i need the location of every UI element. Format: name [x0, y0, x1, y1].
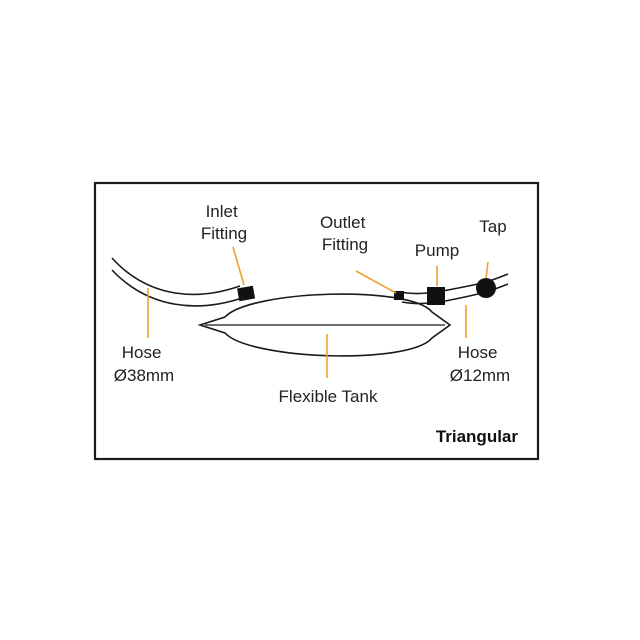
label-hose-38mm: Hose Ø38mm: [114, 343, 174, 385]
flexible-tank: [197, 293, 452, 357]
label-outlet-fitting-line2: Fitting: [322, 235, 368, 254]
label-hose-12mm: Hose Ø12mm: [450, 343, 510, 385]
pump: [427, 287, 445, 305]
label-hose-38mm-line1: Hose: [122, 343, 162, 362]
leader-outlet-fitting: [355, 270, 397, 294]
tap: [476, 278, 496, 298]
inlet-fitting: [237, 285, 256, 302]
outlet-fitting: [394, 291, 404, 300]
label-hose-12mm-line1: Hose: [458, 343, 498, 362]
label-outlet-fitting-line1: Outlet: [320, 213, 366, 232]
label-outlet-fitting: Outlet Fitting: [320, 213, 370, 254]
label-pump: Pump: [415, 241, 459, 260]
hose-38mm: [111, 257, 243, 307]
label-tap: Tap: [479, 217, 506, 236]
label-hose-38mm-line2: Ø38mm: [114, 366, 174, 385]
diagram-title: Triangular: [436, 427, 519, 446]
label-hose-12mm-line2: Ø12mm: [450, 366, 510, 385]
label-flexible-tank: Flexible Tank: [279, 387, 378, 406]
label-inlet-fitting: Inlet Fitting: [201, 202, 247, 243]
leader-inlet-fitting: [232, 246, 245, 286]
label-inlet-fitting-line2: Fitting: [201, 224, 247, 243]
leader-tap: [485, 261, 489, 279]
label-inlet-fitting-line1: Inlet: [206, 202, 238, 221]
